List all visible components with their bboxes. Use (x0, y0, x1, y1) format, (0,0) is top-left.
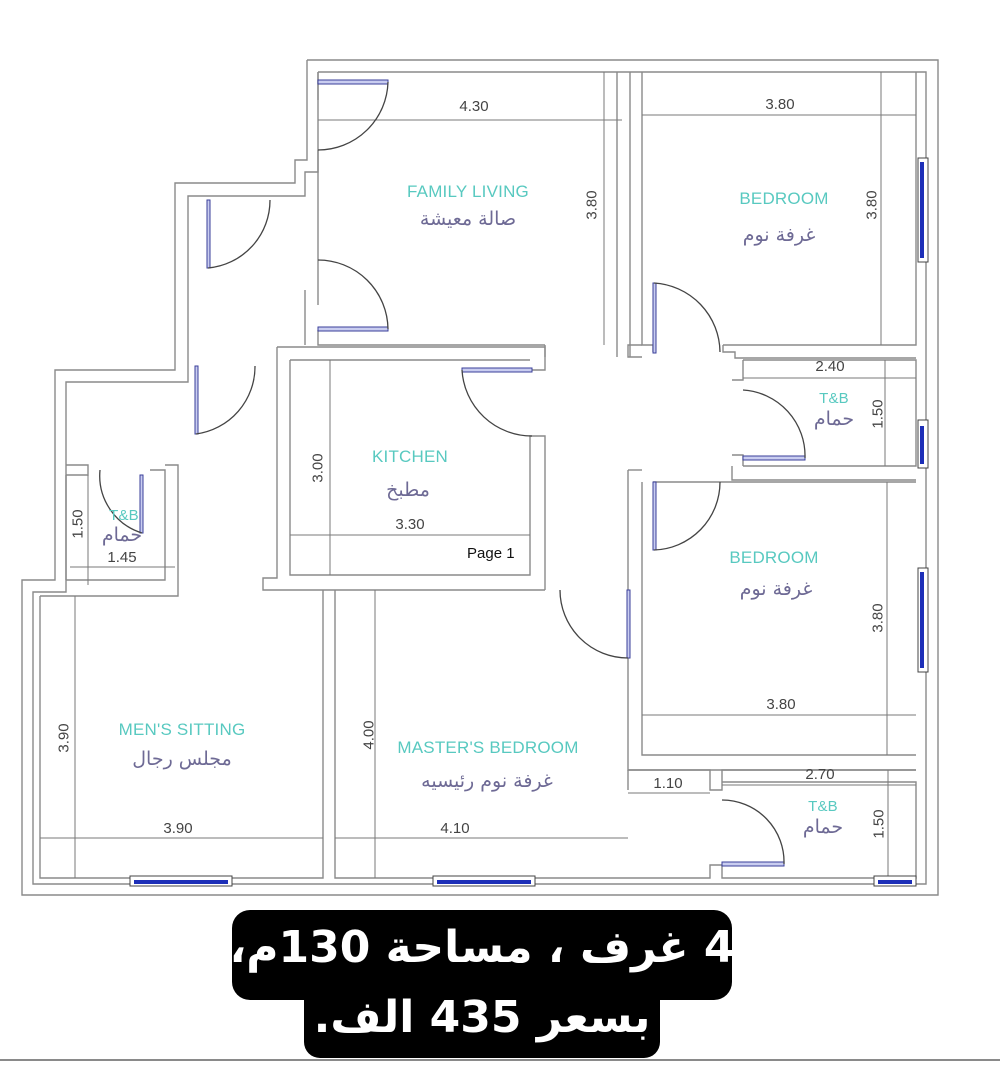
masters-bedroom-label-en: MASTER'S BEDROOM (397, 738, 579, 757)
tb-left-height: 1.50 (69, 509, 87, 539)
dimension-lines (40, 72, 916, 878)
mens-sitting-width: 3.90 (163, 820, 193, 837)
family-living-width: 4.30 (459, 98, 489, 115)
mens-sitting-label-en: MEN'S SITTING (118, 720, 246, 739)
tb-1-label-en: T&B (819, 390, 849, 407)
tb-2-label-en: T&B (808, 798, 838, 815)
tb-2-walls (628, 769, 917, 879)
bedroom-1-width: 3.80 (765, 96, 795, 113)
bedroom-1-label-ar: غرفة نوم (742, 224, 816, 246)
tb-left-label-ar: حمام (101, 524, 143, 546)
mens-sitting-label-ar: مجلس رجال (132, 748, 232, 770)
bedroom-2-label-en: BEDROOM (729, 548, 819, 567)
tb-1-walls (731, 359, 917, 481)
caption-line-price: بسعر 435 الف. (313, 992, 651, 1043)
bedroom-1-label-en: BEDROOM (739, 189, 829, 208)
bedroom-2-height: 3.80 (869, 603, 887, 633)
outer-walls (21, 59, 939, 896)
family-living-label-ar: صالة معيشة (419, 208, 517, 230)
page-tag: Page 1 (467, 545, 515, 562)
caption-box-bottom (304, 980, 660, 1058)
bedroom-2-width: 3.80 (766, 696, 796, 713)
kitchen-label-en: KITCHEN (371, 447, 449, 466)
mens-sitting-height: 3.90 (55, 723, 73, 753)
caption-line-rooms-area: 4 غرف ، مساحة 130م، (229, 922, 735, 973)
tb-2-height: 1.50 (870, 809, 888, 839)
family-living-height: 3.80 (583, 190, 601, 220)
tb-2-width: 2.70 (805, 766, 835, 783)
family-living-label-en: FAMILY LIVING (407, 182, 529, 201)
masters-bedroom-height: 4.00 (360, 720, 378, 750)
tb-1-width: 2.40 (815, 358, 845, 375)
masters-bedroom-label-ar: غرفة نوم رئيسيه (421, 770, 553, 792)
masters-bedroom-width: 4.10 (440, 820, 470, 837)
bedroom-1-height: 3.80 (863, 190, 881, 220)
bedroom-2-label-ar: غرفة نوم (739, 578, 813, 600)
bottom-divider (0, 1059, 1000, 1061)
kitchen-label-ar: مطبخ (386, 479, 430, 501)
kitchen-width: 3.30 (395, 516, 425, 533)
tb-2-label-ar: حمام (802, 816, 844, 838)
tb-left-width: 1.45 (107, 549, 137, 566)
windows (129, 157, 929, 887)
tb-1-height: 1.50 (869, 399, 887, 429)
listing-caption: 4 غرف ، مساحة 130م، بسعر 435 الف. (229, 910, 735, 1058)
doors (99, 79, 806, 867)
kitchen-height: 3.00 (309, 453, 327, 483)
tb-1-label-ar: حمام (813, 408, 855, 430)
tb-left-label-en: T&B (109, 507, 139, 524)
corridor-width: 1.10 (653, 775, 683, 792)
